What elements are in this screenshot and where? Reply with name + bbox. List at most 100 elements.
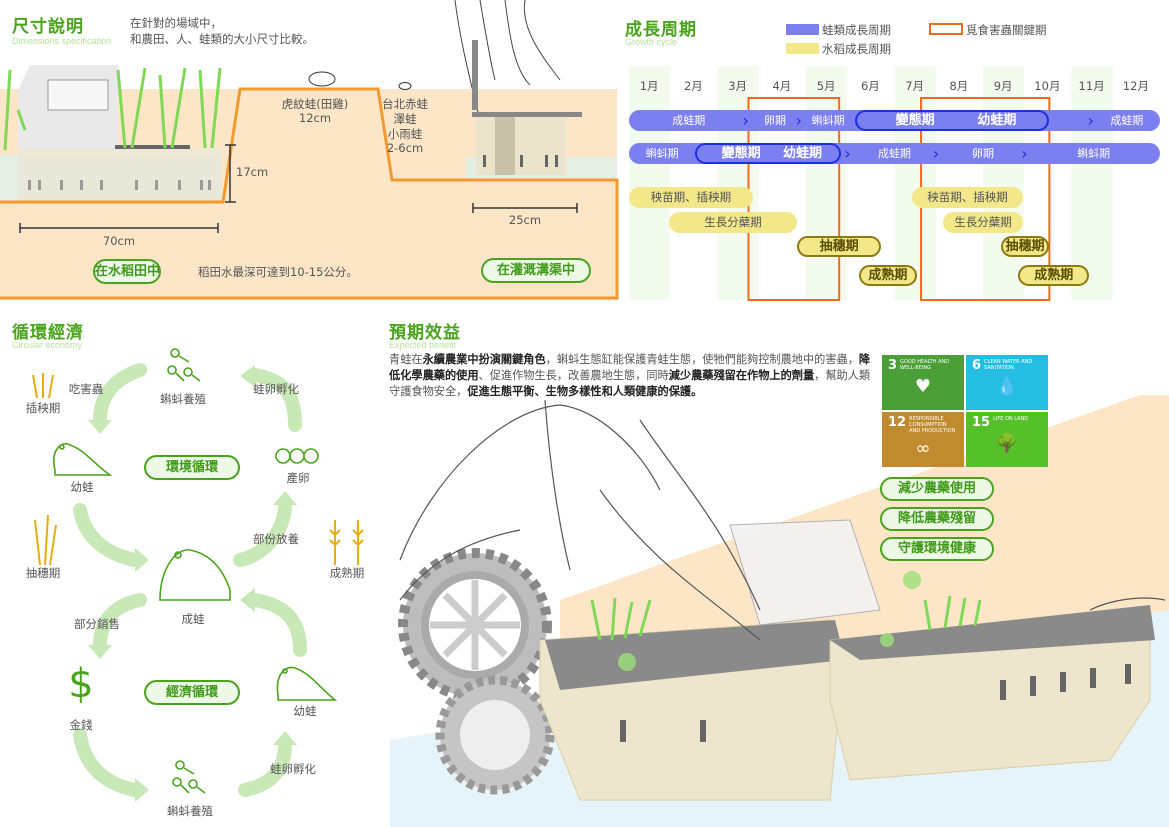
highlight-stage-label: 變態期 <box>895 113 935 128</box>
benefit-subtitle: Expected benefit <box>389 340 457 350</box>
month-label: 11月 <box>1078 79 1105 93</box>
dyke-outline <box>0 87 619 300</box>
rice-stage-pill: 秧苗期、插秧期 <box>912 187 1023 208</box>
frog-stage-label: 蝌蚪期 <box>811 114 845 127</box>
label-young-right: 幼蛙 <box>293 704 317 718</box>
channel-device <box>472 40 582 175</box>
rice-stage-pill: 成熟期 <box>1018 265 1090 286</box>
rice-mature-icon <box>329 520 364 565</box>
frog-stage-label: 蝌蚪期 <box>1077 147 1111 160</box>
highlight-stage-label: 幼蛙期 <box>782 146 823 161</box>
frog-stage-label: 卵期 <box>764 114 787 127</box>
circular-title: 循環經濟 <box>12 323 84 343</box>
highlight-stage-label: 幼蛙期 <box>977 113 1017 128</box>
chevron-right-icon: › <box>795 111 802 130</box>
legend-frog-label: 蛙類成長周期 <box>822 23 891 37</box>
month-column-shade <box>717 66 759 300</box>
goal-lower-residue: 降低農藥殘留 <box>880 507 994 531</box>
rice-stage-pill: 生長分蘗期 <box>668 212 798 233</box>
dimension-lines <box>19 144 578 233</box>
economic-cycle-badge: 經濟循環 <box>144 680 240 705</box>
month-label: 7月 <box>905 79 925 93</box>
circular-subtitle: Circular economy <box>12 340 83 350</box>
growth-subtitle: Growth cycle <box>625 37 678 47</box>
month-label: 3月 <box>728 79 748 93</box>
young-frog-left-icon <box>53 443 113 476</box>
month-label: 1月 <box>639 79 659 93</box>
paddy-device <box>3 65 222 202</box>
label-tadpole-top: 蝌蚪養殖 <box>160 392 206 406</box>
chevron-right-icon: › <box>742 111 749 130</box>
money-icon: $ <box>68 661 94 707</box>
label-hatch-top: 蛙卵孵化 <box>253 382 299 396</box>
label-adult: 成蛙 <box>181 612 205 626</box>
para-seg: 、促進作物生長，改善農地生態，同時 <box>478 369 669 382</box>
month-column-shade <box>1071 66 1113 300</box>
legend-rice-label: 水稻成長周期 <box>822 42 891 56</box>
environment-cycle-badge: 環境循環 <box>144 455 240 480</box>
label-money: 金錢 <box>69 718 93 732</box>
metamorphosis-highlight: 變態期 幼蛙期 <box>854 110 1050 131</box>
goal-reduce-pesticide: 減少農藥使用 <box>880 477 994 501</box>
eggs-icon <box>275 448 319 464</box>
dimensions-subtitle: Dimensions specification <box>12 36 112 46</box>
month-column-shade <box>629 66 671 300</box>
tadpole-top-icon <box>167 348 201 382</box>
month-label: 9月 <box>993 79 1013 93</box>
label-hatch-bottom: 蛙卵孵化 <box>270 762 316 776</box>
legend-critical-swatch <box>929 23 963 35</box>
month-label: 5月 <box>816 79 836 93</box>
frog-large-name: 虎紋蛙(田雞) <box>281 97 349 111</box>
frog-silhouette-small <box>398 82 412 90</box>
label-tadpole-bottom: 蝌蚪養殖 <box>167 804 213 818</box>
label-sell: 部分銷售 <box>74 617 120 631</box>
legend-critical-label: 覓食害蟲關鍵期 <box>966 23 1047 37</box>
rice-stage-pill: 抽穗期 <box>1000 236 1050 257</box>
paddy-field-button[interactable]: 在水稻田中 <box>93 259 161 284</box>
person-legs-outline <box>454 0 561 121</box>
para-seg: ，蝌蚪生態缸能保護青蛙生態，使牠們能夠控制農地中的害蟲， <box>545 353 859 366</box>
month-label: 12月 <box>1122 79 1149 93</box>
irrigation-channel-button[interactable]: 在灌溉溝渠中 <box>481 258 591 283</box>
tree-icon: 🌳 <box>995 433 1019 454</box>
legend-rice-swatch <box>786 43 819 54</box>
month-columns <box>629 66 1113 300</box>
month-label: 2月 <box>683 79 703 93</box>
cycle-arrows <box>73 363 307 797</box>
label-release: 部份放養 <box>253 532 299 546</box>
month-label: 6月 <box>860 79 880 93</box>
frog-small-name-1: 台北赤蛙 <box>382 97 428 111</box>
dyke-height-label: 17cm <box>236 165 269 179</box>
para-seg-bold: 降低化學農藥的使用 <box>389 353 871 382</box>
frog-stage-label: 蝌蚪期 <box>645 147 679 160</box>
month-label: 10月 <box>1034 79 1061 93</box>
frog-glow-icon <box>880 633 894 647</box>
frog-stage-label: 成蛙期 <box>878 147 911 160</box>
water-drop-icon: 💧 <box>995 376 1019 397</box>
para-seg: 青蛙在 <box>389 353 423 366</box>
rice-stage-pill: 生長分蘗期 <box>943 212 1023 233</box>
chevron-right-icon: › <box>844 144 851 163</box>
frog-glow-icon <box>903 571 921 589</box>
para-seg-bold: 促進生態平衡、生物多樣性和人類健康的保護。 <box>467 385 703 398</box>
label-mature: 成熟期 <box>329 566 365 580</box>
frog-stage-label: 成蛙期 <box>1110 114 1144 127</box>
cycle-icons <box>53 348 338 794</box>
rice-stage-pill: 成熟期 <box>859 265 917 286</box>
label-heading: 抽穗期 <box>25 566 61 580</box>
product-illustration <box>390 395 1169 827</box>
dimensions-description-1: 在針對的場域中， <box>130 16 222 30</box>
young-frog-right-icon <box>276 666 338 701</box>
adult-frog-icon <box>159 549 231 601</box>
rice-heading-icon <box>34 514 57 566</box>
person-outline <box>399 399 1166 641</box>
label-transplant: 插秧期 <box>25 401 61 415</box>
highlight-stage-label: 變態期 <box>721 146 761 161</box>
rice-stage-pill: 抽穗期 <box>797 236 882 257</box>
tadpole-bottom-icon <box>172 760 206 794</box>
